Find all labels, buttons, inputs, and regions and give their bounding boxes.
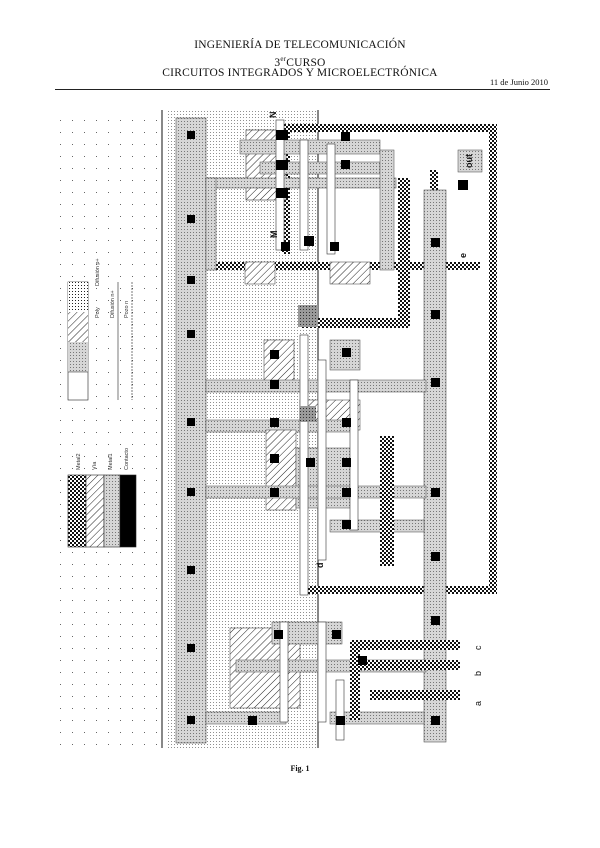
legend-label-diff-p: Difusión p+ [95,258,101,286]
legend-layers-top [67,281,89,401]
header-course-number: 3 [274,56,281,69]
header-line-2: 3erCURSO [0,52,600,70]
legend-label-diff-n: Difusión n+ [110,290,116,318]
label-d: d [315,563,325,569]
right-column-contacts [431,238,440,725]
legend-label-well: Pozo n [124,301,130,318]
label-a: a [473,701,483,706]
upper-transistor-region [205,119,483,285]
figure-caption: Fig. 1 [290,764,310,773]
lower-transistor-region [205,621,460,741]
legend-label-metal2: Metal2 [76,453,82,470]
label-n: N [268,112,278,119]
legend-layers-bottom [67,474,137,548]
rail-contacts [187,131,195,724]
label-b: b [473,671,483,676]
header-line-1: INGENIERÍA DE TELECOMUNICACIÓN [194,39,406,51]
header-date: 11 de Junio 2010 [489,77,548,87]
legend-label-metal1: Metal1 [108,453,114,470]
label-c: c [473,645,483,650]
legend-label-via: Vía [92,461,98,470]
header-course-sup: er [280,55,287,63]
middle-transistor-region [205,334,427,596]
left-grid [60,110,160,750]
label-out: out [464,154,474,168]
header-rule [55,89,550,90]
header-line-3: CIRCUITOS INTEGRADOS Y MICROELECTRÓNICA [162,67,438,79]
metal1-column-right [423,189,447,743]
legend-label-contact: Contacto [124,448,130,470]
legend-label-poly: Poly [95,307,101,318]
label-m: M [269,231,279,239]
header-course-text: CURSO [286,56,326,69]
label-e: e [458,253,468,258]
